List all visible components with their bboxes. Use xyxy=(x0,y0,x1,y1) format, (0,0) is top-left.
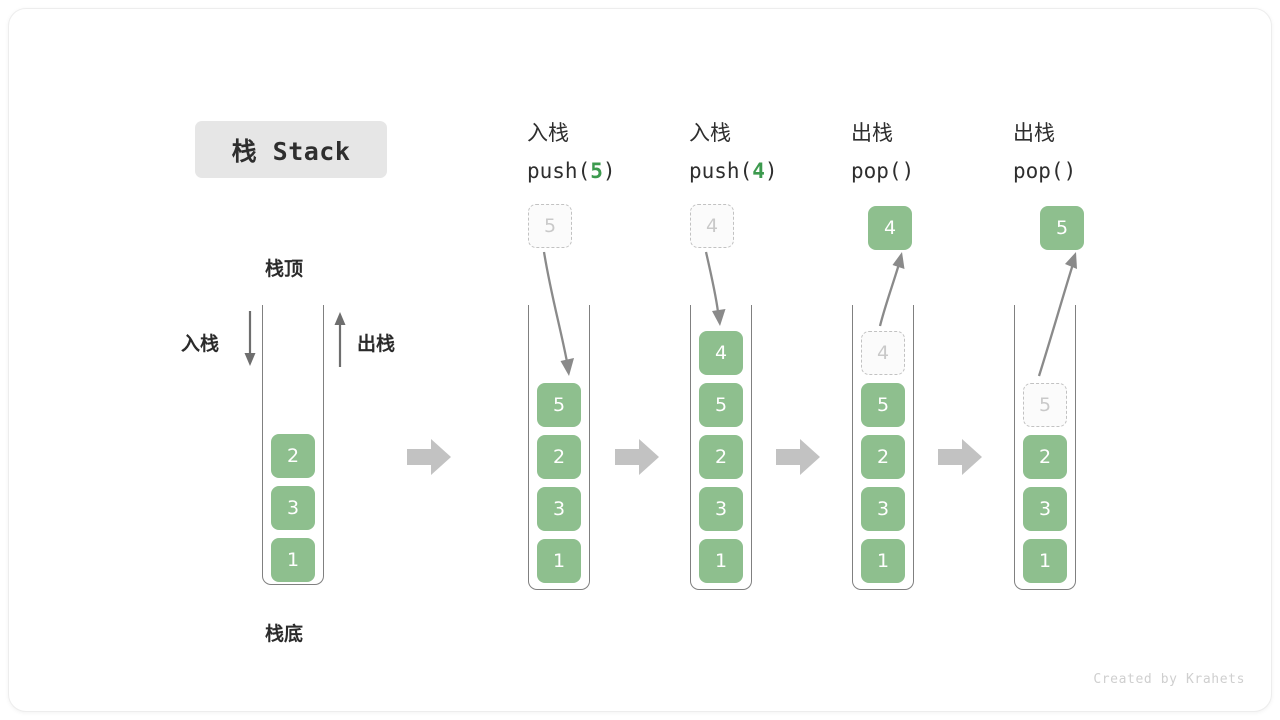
stack-container-push-5 xyxy=(528,305,590,590)
stack-cell: 1 xyxy=(1023,539,1067,583)
stage-heading-cn: 入栈 xyxy=(689,121,731,145)
stack-cell: 2 xyxy=(1023,435,1067,479)
stack-top-label: 栈顶 xyxy=(265,258,304,280)
stack-cell: 1 xyxy=(271,538,315,582)
stack-cell: 3 xyxy=(699,487,743,531)
stage-arrow-2 xyxy=(615,439,659,475)
code-prefix: push( xyxy=(689,159,753,183)
stage-push-4: 入栈 push(4) 4 4 5 2 3 1 xyxy=(689,114,819,604)
stack-bottom-label: 栈底 xyxy=(265,623,304,645)
push-direction-arrow-icon xyxy=(244,311,256,366)
pop-flow-arrow-icon xyxy=(1037,252,1077,377)
diagram-card: 栈 Stack 栈顶 入栈 出栈 2 3 1 栈底 入栈 push(5) xyxy=(8,8,1272,712)
push-legend-label: 入栈 xyxy=(181,333,220,355)
code-suffix: ) xyxy=(602,159,616,183)
code-suffix: ) xyxy=(764,159,778,183)
vacated-slot: 4 xyxy=(861,331,905,375)
stack-cell: 1 xyxy=(861,539,905,583)
stage-arrow-4 xyxy=(938,439,982,475)
stack-cell: 2 xyxy=(271,434,315,478)
stack-cell: 3 xyxy=(861,487,905,531)
code-suffix: ) xyxy=(1063,159,1077,183)
stage-initial: 栈顶 入栈 出栈 2 3 1 栈底 xyxy=(179,249,409,649)
code-suffix: ) xyxy=(901,159,915,183)
pop-direction-arrow-icon xyxy=(334,312,346,367)
stack-cell: 2 xyxy=(537,435,581,479)
stage-push-5: 入栈 push(5) 5 5 2 3 1 xyxy=(527,114,657,604)
stack-cell: 5 xyxy=(861,383,905,427)
stack-container-pop-4 xyxy=(852,305,914,590)
stage-heading-cn: 出栈 xyxy=(1013,121,1055,145)
code-arg: 4 xyxy=(752,159,765,183)
stack-cell: 1 xyxy=(537,539,581,583)
credit-text: Created by Krahets xyxy=(1093,672,1245,687)
push-flow-arrow-icon xyxy=(704,251,726,326)
stack-cell: 2 xyxy=(861,435,905,479)
stack-cell: 5 xyxy=(537,383,581,427)
code-prefix: push( xyxy=(527,159,591,183)
stage-arrow-3 xyxy=(776,439,820,475)
stack-container-initial xyxy=(262,305,324,585)
code-prefix: pop( xyxy=(1013,159,1064,183)
stack-container-pop-5 xyxy=(1014,305,1076,590)
stage-heading-code: push(5) xyxy=(527,152,657,190)
popped-element: 4 xyxy=(868,206,912,250)
stage-pop-4: 出栈 pop() 4 4 5 2 3 1 xyxy=(851,114,981,604)
stage-heading-code: pop() xyxy=(851,152,981,190)
stack-cell: 1 xyxy=(699,539,743,583)
stack-cell: 5 xyxy=(699,383,743,427)
code-prefix: pop( xyxy=(851,159,902,183)
pop-flow-arrow-icon xyxy=(878,252,905,327)
stack-container-push-4 xyxy=(690,305,752,590)
vacated-slot: 5 xyxy=(1023,383,1067,427)
floating-element: 4 xyxy=(690,204,734,248)
stage-arrow-1 xyxy=(407,439,451,475)
push-flow-arrow-icon xyxy=(542,251,574,376)
stage-heading-cn: 出栈 xyxy=(851,121,893,145)
stack-cell: 4 xyxy=(699,331,743,375)
pop-legend-label: 出栈 xyxy=(357,333,396,355)
page-title: 栈 Stack xyxy=(195,121,387,178)
stage-pop-5: 出栈 pop() 5 5 2 3 1 xyxy=(1013,114,1143,604)
stage-heading-code: push(4) xyxy=(689,152,819,190)
stack-cell: 3 xyxy=(537,487,581,531)
stage-heading-cn: 入栈 xyxy=(527,121,569,145)
popped-element: 5 xyxy=(1040,206,1084,250)
stack-cell: 3 xyxy=(271,486,315,530)
stack-cell: 2 xyxy=(699,435,743,479)
stack-cell: 3 xyxy=(1023,487,1067,531)
stage-heading-code: pop() xyxy=(1013,152,1143,190)
code-arg: 5 xyxy=(590,159,603,183)
floating-element: 5 xyxy=(528,204,572,248)
